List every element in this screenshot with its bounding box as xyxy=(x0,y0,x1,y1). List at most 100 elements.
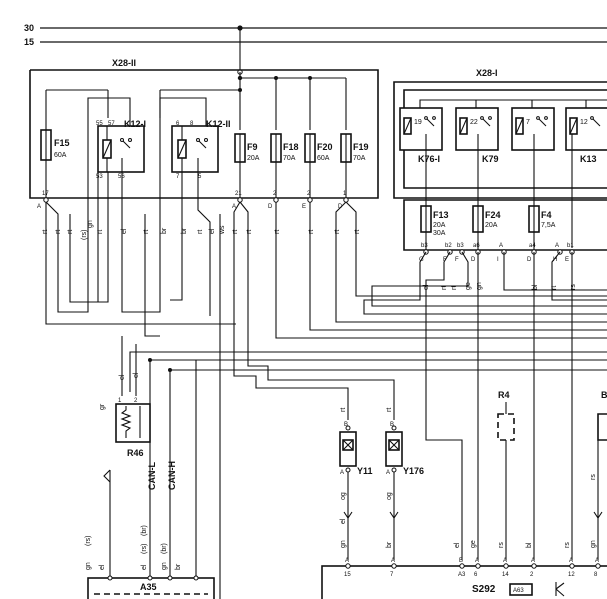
s292-pin-label: 14 xyxy=(502,572,509,578)
f20-name: F20 xyxy=(317,142,333,152)
wire-label: el xyxy=(141,564,148,570)
f20-rating: 60A xyxy=(317,155,330,162)
k12-ii-pin5: 5 xyxy=(198,174,202,180)
s292-conn-label: A xyxy=(569,558,573,564)
fuse-f24: F24 20A xyxy=(472,205,501,250)
can-bus-lines: gr CAN-L CAN-H xyxy=(99,351,607,578)
rail-15-label: 15 xyxy=(24,37,34,47)
x28-i-harness: el rt rt ge gn bl rt rs xyxy=(363,251,607,560)
s292-conn-label: A xyxy=(531,558,535,564)
k12-ii-pin7: 7 xyxy=(176,174,180,180)
x28-i-pin-label: A xyxy=(499,243,503,249)
y176-pin-b: B xyxy=(390,422,394,428)
f9-rating: 20A xyxy=(247,155,260,162)
wire-label: el xyxy=(99,564,106,570)
f18-conn: D xyxy=(268,204,273,210)
wire-label: br xyxy=(161,227,168,234)
wire-label: rt xyxy=(55,230,62,234)
y11-pin-b: B xyxy=(344,422,348,428)
f9-pin: 21 xyxy=(235,191,242,197)
k12-i-pin55: 55 xyxy=(96,121,103,127)
wire-label: rt xyxy=(274,230,281,234)
wire-label: rs xyxy=(570,284,577,290)
r46-pin2: 2 xyxy=(134,398,138,404)
k12-ii-pin8: 8 xyxy=(190,121,194,127)
wire-label: (rs) xyxy=(81,230,88,241)
s292-pin-label: 8 xyxy=(594,572,598,578)
x28-i-conn-label: E xyxy=(565,257,569,263)
r46-pin1: 1 xyxy=(118,398,122,404)
f13-rating2: 30A xyxy=(433,230,446,237)
rail-30-label: 30 xyxy=(24,23,34,33)
s292-conn-label: A xyxy=(595,558,599,564)
wire-label: (br) xyxy=(141,525,148,536)
x28-i-title: X28-I xyxy=(476,68,498,78)
x28-i-pin-label: a6 xyxy=(473,243,480,249)
k79-name: K79 xyxy=(482,154,499,164)
f24-name: F24 xyxy=(485,210,501,220)
k7-pin: 7 xyxy=(526,119,530,126)
f24-rating: 20A xyxy=(485,222,498,229)
k79-pin: 22 xyxy=(470,119,478,126)
s292-pin-label: 7 xyxy=(390,572,394,578)
f18-rating: 70A xyxy=(283,155,296,162)
wire-label-gr: gr xyxy=(99,403,106,410)
x28-i-pin-label: b3 xyxy=(457,243,464,249)
resistor-r46: el el 1 2 R46 xyxy=(115,336,151,458)
r46-name: R46 xyxy=(127,448,144,458)
wire-label: rt xyxy=(42,230,49,234)
s292-conn-label: A xyxy=(391,558,395,564)
f15-rating: 60A xyxy=(54,152,67,159)
x28-i-conn-label: I xyxy=(497,257,499,263)
k76-i-pin: 19 xyxy=(414,119,422,126)
f4-name: F4 xyxy=(541,210,552,220)
s292-pin xyxy=(475,563,481,569)
wire-label: gn xyxy=(87,220,94,228)
y11-pin-a: A xyxy=(340,470,344,476)
s292-pin-label: 15 xyxy=(344,572,351,578)
valve-y176: rt B A Y176 og xyxy=(385,408,424,560)
s292-pin xyxy=(531,563,537,569)
wire-label: el xyxy=(340,518,347,524)
s292-pin xyxy=(345,563,351,569)
wire-label: ge xyxy=(470,540,477,548)
relay-k12-ii: K12-II 6 8 7 5 xyxy=(171,119,231,180)
s292-pin-label: 2 xyxy=(530,572,534,578)
r46-wire1: el xyxy=(119,374,126,380)
wire-label: rt xyxy=(451,286,458,290)
x28-i-pin-label: b2 xyxy=(445,243,452,249)
s292-pin xyxy=(569,563,575,569)
wire-label: rt xyxy=(97,230,104,234)
f20-pin: 2 xyxy=(307,191,311,197)
x28-i-conn-label: H xyxy=(553,257,557,263)
wire-label: el xyxy=(454,542,461,548)
fuse-f20: F20 60A 2 E xyxy=(302,133,333,210)
wire-label: gn xyxy=(85,562,92,570)
wire-label: rs xyxy=(498,542,505,548)
x28-i-pin-label: a4 xyxy=(529,243,536,249)
x28-i-pin-label: A xyxy=(555,243,559,249)
x28-i-pin-label: b3 xyxy=(421,243,428,249)
fuse-f9: F9 20A 21 A xyxy=(232,133,260,210)
valve-y11: rt B A Y11 og xyxy=(339,408,373,560)
wire-label: br xyxy=(181,227,188,234)
s292-conn-label: A xyxy=(475,558,479,564)
s292-pin xyxy=(391,563,397,569)
f15-pin: 17 xyxy=(42,191,49,197)
y11-name: Y11 xyxy=(357,466,373,476)
relay-k7: 7 xyxy=(511,107,555,206)
s292-name: S292 xyxy=(472,584,496,595)
s292-pin-label: A3 xyxy=(458,572,466,578)
y176-name: Y176 xyxy=(403,466,424,476)
s292-pin-label: 6 xyxy=(474,572,478,578)
wire-label: (br) xyxy=(161,543,168,554)
wire-label: rt xyxy=(246,230,253,234)
s292-conn-label: A xyxy=(345,558,349,564)
x28-i-pin-label: b1 xyxy=(567,243,574,249)
f13-rating1: 20A xyxy=(433,222,446,229)
f19-name: F19 xyxy=(353,142,369,152)
